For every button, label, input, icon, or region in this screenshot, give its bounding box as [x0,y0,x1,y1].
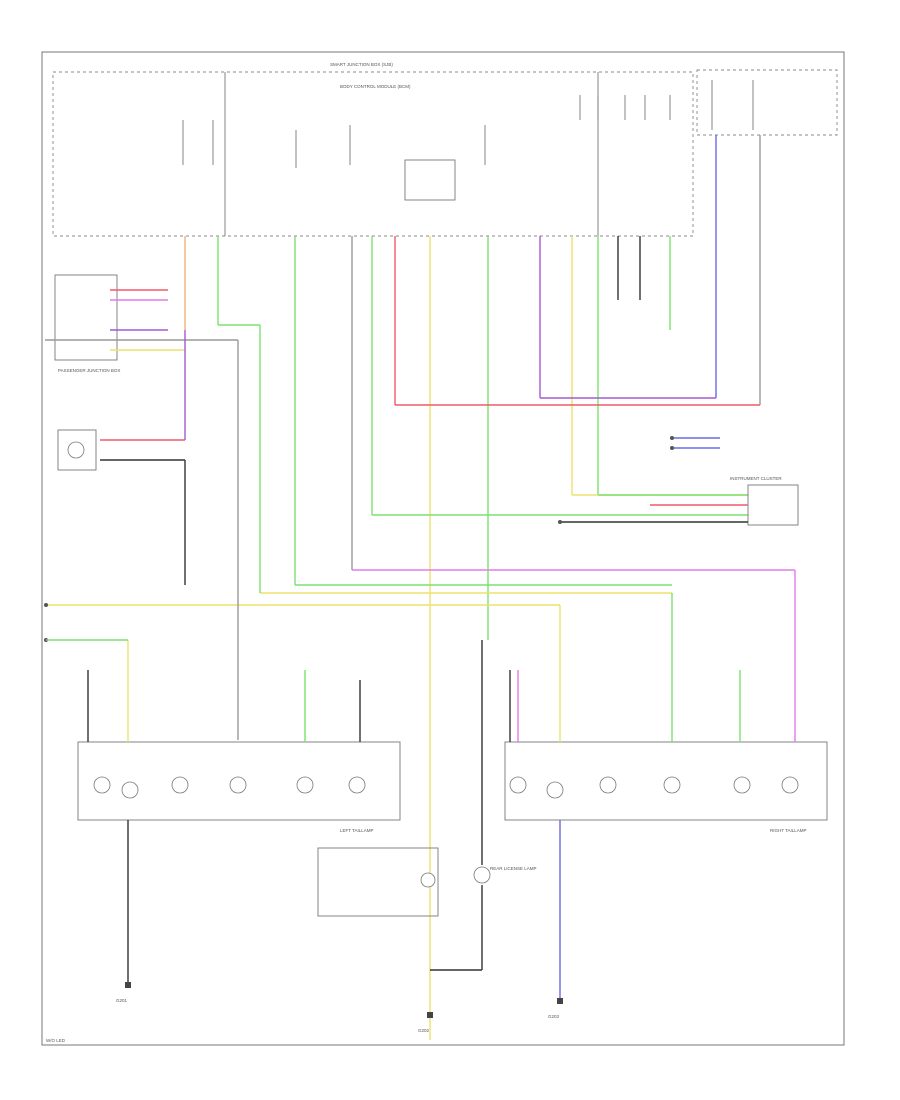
left-lamp-bulb-6-icon [348,776,366,794]
right-lamp-bulb-1-icon [509,776,527,794]
body-control-label: BODY CONTROL MODULE (BCM) [340,84,411,89]
right-ground-terminal [557,998,563,1004]
junction-box-right [696,69,838,136]
left-lamp-bulb-4-icon [229,776,247,794]
diagram-frame [41,51,845,1046]
right-lamp-bulb-5-icon [733,776,751,794]
left-taillamp-assembly [77,741,401,821]
rear-license-lamp-housing [57,429,97,471]
center-ground-terminal [427,1012,433,1018]
right-lamp-bulb-4-icon [663,776,681,794]
wire-harness-vertical [184,135,761,1040]
right-lamp-bulb-3-icon [599,776,617,794]
right-lamp-bulb-2-icon [546,781,564,799]
left-taillamp-label: LEFT TAILLAMP [340,828,374,833]
passenger-junction-connector [54,274,118,361]
instrument-cluster [747,484,799,526]
right-taillamp-assembly [504,741,828,821]
passenger-junction-label: PASSENGER JUNCTION BOX [58,368,120,373]
body-control-module [52,71,694,237]
splice-dots [44,436,674,642]
wire-harness-horizontal [45,289,795,740]
rear-license-lamp-label: REAR LICENSE LAMP [490,866,537,871]
left-lamp-bulb-1-icon [93,776,111,794]
center-ground-label: G202 [418,1028,430,1033]
module-internal-block [404,159,456,201]
right-taillamp-label: RIGHT TAILLAMP [770,828,807,833]
page-number: W/O LED [46,1038,66,1043]
center-lamp-module [317,847,439,917]
left-ground-label: G201 [116,998,128,1003]
center-lamp-bulb-icon [420,872,436,888]
left-lamp-bulb-5-icon [296,776,314,794]
license-lamp-bulb-icon [67,441,85,459]
module-switch-group [182,95,671,168]
right-ground-label: G203 [548,1014,560,1019]
central-junction-label: SMART JUNCTION BOX (SJB) [330,62,393,67]
left-lamp-bulb-3-icon [171,776,189,794]
left-ground-terminal [125,982,131,988]
rear-license-bulb-icon [473,866,491,884]
instrument-cluster-label: INSTRUMENT CLUSTER [730,476,782,481]
right-lamp-bulb-6-icon [781,776,799,794]
left-lamp-bulb-2-icon [121,781,139,799]
